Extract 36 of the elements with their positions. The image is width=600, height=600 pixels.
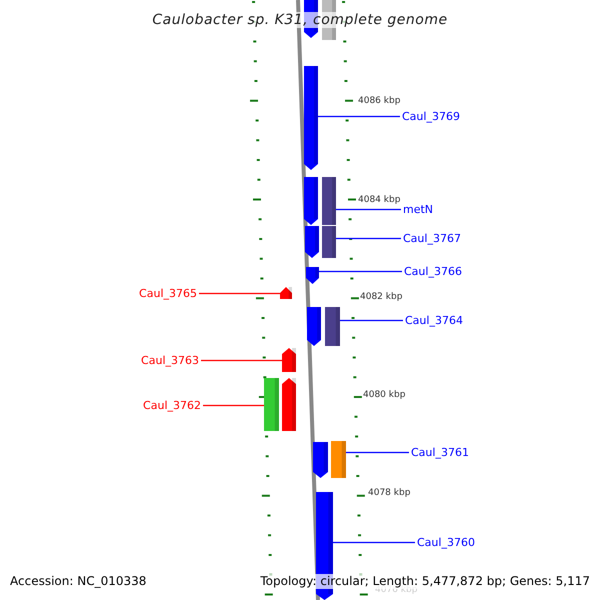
gene-label: Caul_3764 xyxy=(405,314,463,327)
gene-feature xyxy=(322,226,336,258)
gene-label: Caul_3760 xyxy=(417,536,475,549)
leader-line xyxy=(336,208,401,210)
gene-feature xyxy=(282,348,296,372)
position-label: 4080 kbp xyxy=(363,390,406,401)
gene-feature xyxy=(322,177,336,225)
gene-label: Caul_3766 xyxy=(404,265,462,278)
gene-label: Caul_3769 xyxy=(402,110,460,123)
gene-label: metN xyxy=(403,203,434,216)
position-label: 4082 kbp xyxy=(360,292,402,303)
leader-line xyxy=(340,320,403,322)
gene-label: Caul_3761 xyxy=(411,446,469,459)
gene-feature xyxy=(331,441,346,478)
leader-line xyxy=(203,404,264,406)
gene-label: Caul_3762 xyxy=(143,399,201,412)
position-label: 4084 kbp xyxy=(358,195,400,206)
position-label: 4078 kbp xyxy=(368,488,410,499)
genome-title: Caulobacter sp. K31, complete genome xyxy=(152,12,448,28)
genome-info-text: Accession: NC_010338 xyxy=(10,574,146,589)
gene-feature xyxy=(280,287,292,299)
gene-feature xyxy=(306,267,319,284)
gene-feature xyxy=(304,66,318,170)
leader-line xyxy=(201,360,282,362)
leader-line xyxy=(346,452,409,454)
gene-feature xyxy=(264,378,279,431)
gene-label: Caul_3763 xyxy=(141,354,199,367)
leader-line xyxy=(199,292,280,294)
gene-label: Caul_3767 xyxy=(403,232,461,245)
leader-line xyxy=(333,542,415,544)
gene-label: Caul_3765 xyxy=(139,287,197,300)
leader-line xyxy=(336,238,401,240)
gene-feature xyxy=(325,307,340,346)
leader-line xyxy=(319,270,402,272)
leader-line xyxy=(318,116,400,118)
position-label: 4086 kbp xyxy=(358,96,400,107)
